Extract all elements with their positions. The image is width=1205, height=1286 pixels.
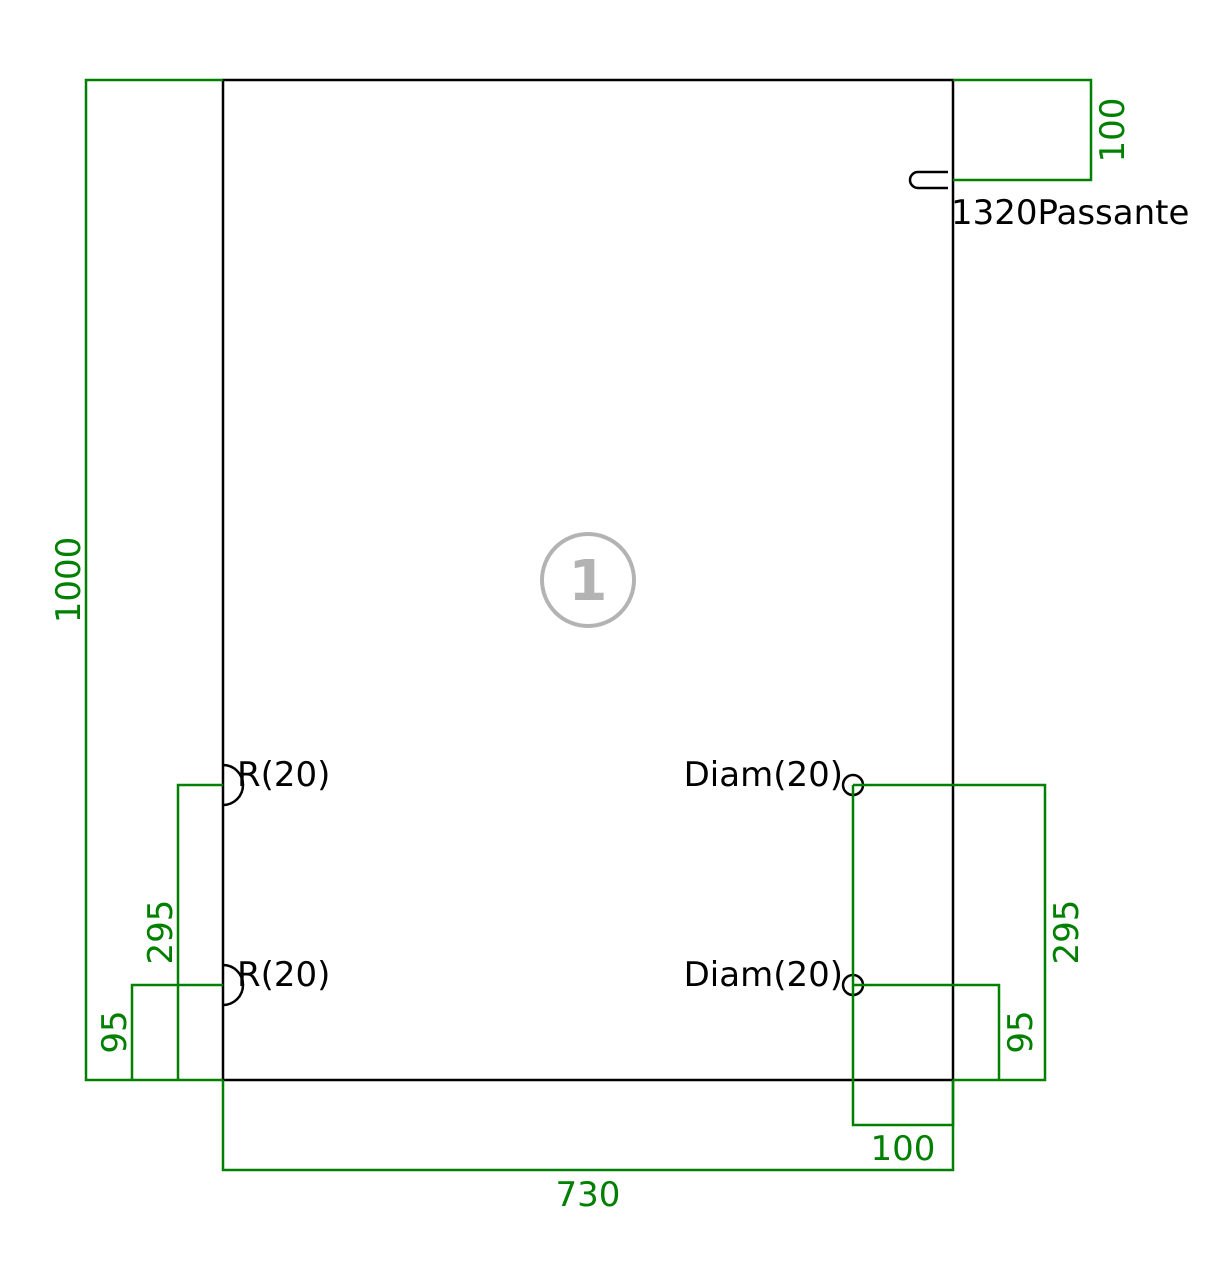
- part-outline: [221, 78, 955, 1082]
- height-dimension: 1000: [49, 78, 223, 1082]
- right-lower-dimension: 95: [853, 983, 1041, 1080]
- right-hole-lower: Diam(20): [684, 955, 865, 997]
- right-edge-offset-label: 100: [871, 1129, 936, 1169]
- right-upper-dimension-label: 295: [1047, 900, 1087, 965]
- left-notch-upper: R(20): [222, 755, 330, 807]
- slot-label: 1320Passante: [951, 193, 1189, 233]
- left-upper-dimension-label: 295: [141, 900, 181, 965]
- width-dimension-label: 730: [556, 1175, 621, 1215]
- part-number-badge: 1: [540, 532, 636, 628]
- slot-offset-dimension: 100: [953, 78, 1133, 182]
- height-dimension-label: 1000: [49, 537, 89, 624]
- left-upper-dimension: 295: [141, 783, 223, 1080]
- slot-offset-label: 100: [1093, 98, 1133, 163]
- right-hole-upper: Diam(20): [684, 755, 865, 797]
- slot-feature: 1320Passante: [908, 170, 1189, 233]
- right-edge-offset-dimension: 100: [851, 785, 955, 1169]
- right-hole-lower-label: Diam(20): [684, 955, 843, 995]
- part-number: 1: [569, 549, 608, 614]
- right-hole-upper-label: Diam(20): [684, 755, 843, 795]
- left-notch-lower: R(20): [222, 955, 330, 1007]
- right-upper-dimension: 295: [853, 783, 1087, 1082]
- left-lower-dimension: 95: [95, 983, 223, 1080]
- width-dimension: 730: [221, 1080, 955, 1215]
- left-lower-dimension-label: 95: [95, 1010, 135, 1053]
- left-notch-upper-label: R(20): [237, 755, 330, 795]
- left-notch-lower-label: R(20): [237, 955, 330, 995]
- right-lower-dimension-label: 95: [1001, 1010, 1041, 1053]
